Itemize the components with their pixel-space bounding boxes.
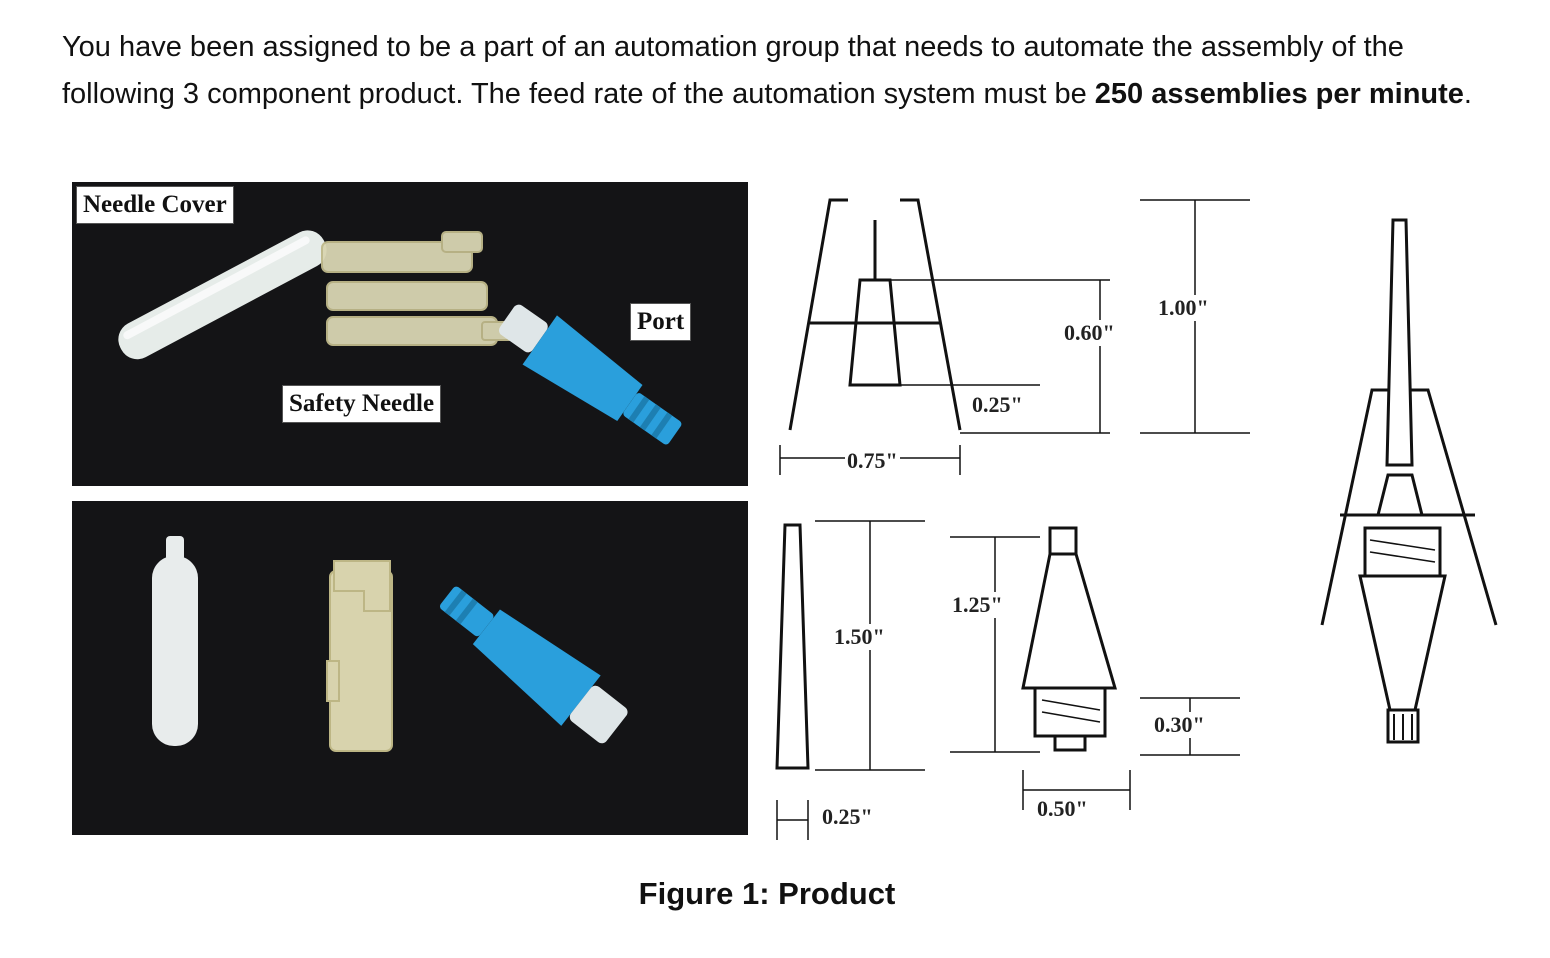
intro-paragraph: You have been assigned to be a part of a…	[62, 24, 1502, 118]
needle-cover-drawing	[775, 523, 810, 770]
dim-inner-height: 0.25"	[970, 392, 1025, 418]
dim-cover-width: 0.25"	[820, 804, 875, 830]
dim-port-width: 0.50"	[1035, 796, 1090, 822]
needle-cover-label: Needle Cover	[76, 186, 234, 224]
intro-feed-rate: 250 assemblies per minute	[1094, 78, 1464, 110]
intro-text: You have been assigned to be a part of a…	[62, 31, 1404, 110]
safety-needle-label: Safety Needle	[282, 385, 442, 423]
product-photo-components-art	[152, 536, 628, 752]
dim-top-width: 0.75"	[845, 448, 900, 474]
product-photo-assembled-art	[118, 230, 682, 445]
product-photo-components	[72, 501, 748, 835]
port-label: Port	[630, 303, 692, 341]
dim-port-height: 1.25"	[950, 592, 1005, 618]
safety-needle-drawing	[788, 198, 962, 431]
technical-drawing: 0.75" 0.25" 0.60" 1.00" 1.50" 0.25" 1.25…	[760, 180, 1540, 880]
intro-period: .	[1463, 78, 1472, 110]
technical-drawing-lines	[775, 198, 1498, 840]
dim-mid-height: 0.60"	[1062, 320, 1117, 346]
assembled-product-drawing	[1320, 218, 1498, 744]
dim-port-thread: 0.30"	[1152, 712, 1207, 738]
dim-cover-height: 1.50"	[832, 624, 887, 650]
product-photo-assembled: Needle Cover Port Safety Needle	[72, 182, 748, 486]
figure-caption: Figure 1: Product	[638, 876, 896, 911]
port-drawing	[1021, 526, 1117, 752]
dim-overall-height: 1.00"	[1156, 295, 1211, 321]
